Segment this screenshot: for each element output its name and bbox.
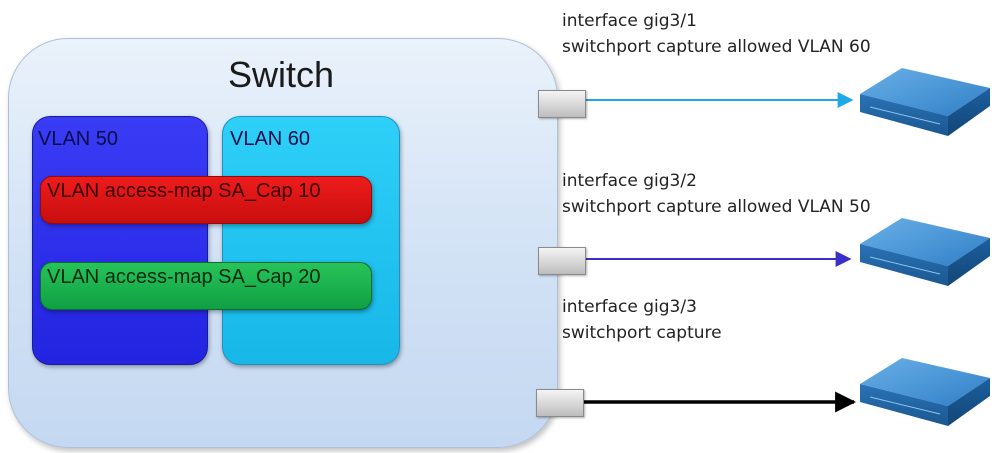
switch-title: Switch [228, 54, 335, 95]
access-map-20-bar: VLAN access-map SA_Cap 20 [40, 262, 372, 310]
access-map-10-bar: VLAN access-map SA_Cap 10 [40, 176, 372, 224]
vlan-50-box [32, 116, 208, 365]
capture-appliance-icon [860, 68, 990, 136]
capture-appliance-icon [860, 218, 990, 286]
interface-gig3-2-command: switchport capture allowed VLAN 50 [562, 197, 871, 217]
interface-gig3-3-command: switchport capture [562, 323, 722, 343]
interface-gig3-1-name: interface gig3/1 [562, 11, 697, 31]
vlan-60-box [222, 116, 400, 365]
port-gig3-3 [536, 389, 584, 417]
interface-gig3-3-caption: interface gig3/3 switchport capture [562, 294, 722, 346]
vlan-60-label: VLAN 60 [230, 128, 311, 150]
interface-gig3-1-command: switchport capture allowed VLAN 60 [562, 37, 871, 57]
vlan-50-label: VLAN 50 [38, 128, 119, 150]
port-gig3-2 [538, 247, 586, 275]
interface-gig3-2-caption: interface gig3/2 switchport capture allo… [562, 168, 871, 220]
port-gig3-1 [538, 90, 586, 118]
interface-gig3-3-name: interface gig3/3 [562, 297, 697, 317]
capture-appliance-icon [860, 358, 990, 426]
interface-gig3-1-caption: interface gig3/1 switchport capture allo… [562, 8, 871, 60]
interface-gig3-2-name: interface gig3/2 [562, 171, 697, 191]
